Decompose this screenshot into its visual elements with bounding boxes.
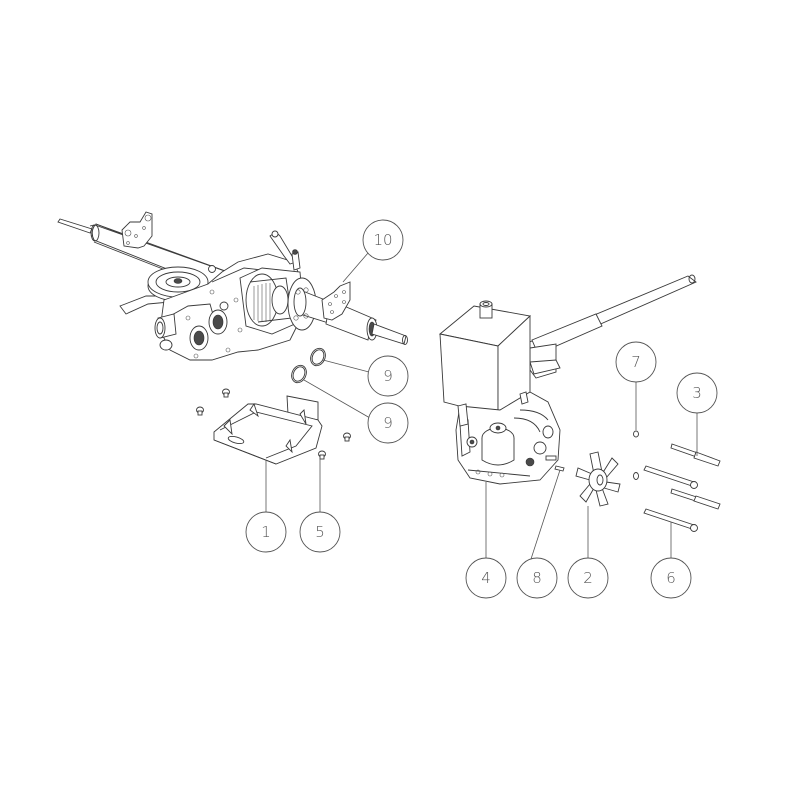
callout-label: 7 <box>631 353 641 371</box>
callout-label: 10 <box>373 231 392 249</box>
callout-label: 1 <box>261 523 271 541</box>
callout-label: 4 <box>481 569 491 587</box>
callout-5[interactable]: 5 <box>299 511 341 553</box>
washers <box>633 430 639 480</box>
callout-label: 6 <box>666 569 676 587</box>
callout-9a[interactable]: 9 <box>367 355 409 397</box>
o-rings <box>291 347 326 384</box>
control-arm <box>269 230 301 271</box>
bolts <box>643 465 698 532</box>
callout-label: 9 <box>383 367 393 385</box>
callout-3[interactable]: 3 <box>676 372 718 414</box>
callout-2[interactable]: 2 <box>567 557 609 599</box>
right-axle-shaft <box>293 287 408 345</box>
callout-1[interactable]: 1 <box>245 511 287 553</box>
callout-label: 3 <box>692 384 702 402</box>
bypass-rod <box>519 274 697 357</box>
callout-8[interactable]: 8 <box>516 557 558 599</box>
cooling-fan <box>575 451 621 507</box>
callout-label: 2 <box>583 569 593 587</box>
pump-tank-assembly <box>438 274 697 485</box>
right-axle-bracket <box>321 281 351 321</box>
callout-label: 5 <box>315 523 325 541</box>
long-bolts <box>670 443 721 510</box>
hydraulic-pump <box>455 391 561 485</box>
callout-4[interactable]: 4 <box>465 557 507 599</box>
key <box>554 465 565 472</box>
left-axle-bracket <box>121 211 153 249</box>
callout-10[interactable]: 10 <box>362 219 404 261</box>
callout-label: 9 <box>383 414 393 432</box>
callout-label: 8 <box>532 569 542 587</box>
fittings <box>196 388 351 460</box>
skid-plate <box>213 395 323 465</box>
reservoir-tank <box>438 300 531 417</box>
callout-7[interactable]: 7 <box>615 341 657 383</box>
leader-lines <box>265 252 698 560</box>
callout-9b[interactable]: 9 <box>367 402 409 444</box>
callout-6[interactable]: 6 <box>650 557 692 599</box>
transaxle-assembly <box>57 211 408 361</box>
